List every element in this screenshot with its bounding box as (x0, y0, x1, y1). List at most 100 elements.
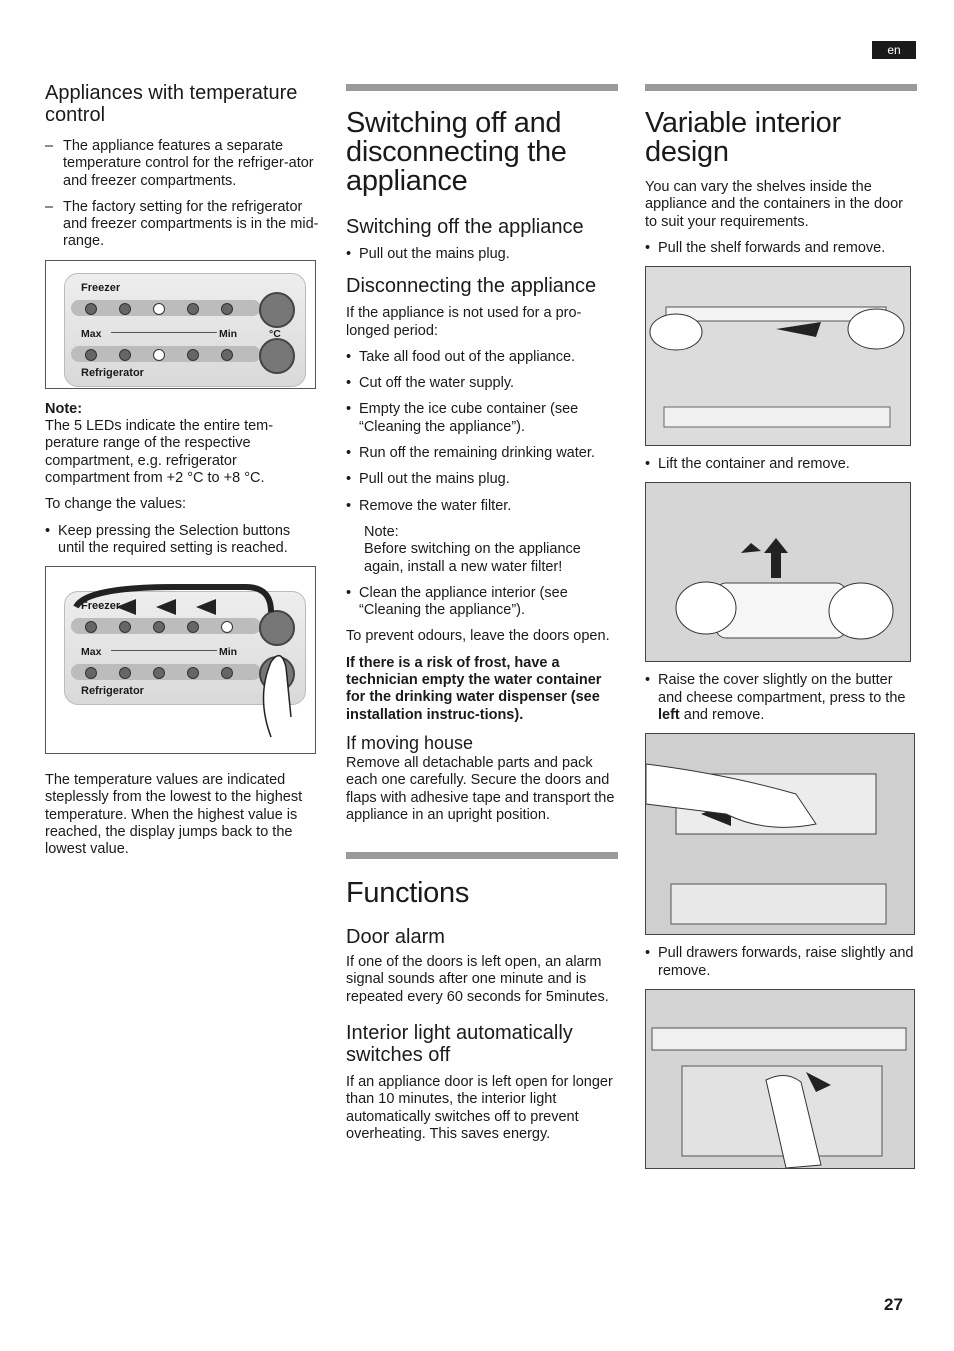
celsius-label: °C (269, 327, 281, 340)
led-lit-icon (221, 621, 233, 634)
note-text: Before switching on the appliance again,… (364, 541, 581, 575)
refrigerator-label: Refrigerator (81, 685, 144, 698)
intro-text: You can vary the shelves inside the appl… (645, 179, 903, 230)
control-panel-figure-2: Freezer Max Min Refrigerator (45, 566, 316, 755)
container-removal-illustration (646, 483, 910, 662)
column-variable-interior: Variable interior design You can vary th… (645, 84, 917, 1169)
step3-post: and remove. (679, 707, 765, 724)
list-item: The factory setting for the refrigerator… (45, 199, 320, 251)
note-label: Note: (45, 400, 83, 417)
led-icon (85, 667, 97, 680)
refrigerator-label: Refrigerator (81, 366, 144, 379)
led-icon (221, 348, 233, 361)
freezer-selection-button[interactable] (259, 610, 295, 647)
led-icon (119, 667, 131, 680)
led-icon (187, 667, 199, 680)
title-functions: Functions (346, 877, 470, 910)
heading-moving-house: If moving house (346, 732, 474, 753)
led-lit-icon (153, 302, 165, 315)
list-item: Pull out the mains plug. (346, 246, 618, 264)
freezer-led-strip (71, 299, 261, 316)
section-rule (346, 84, 618, 91)
list-item: Clean the appliance interior (see “Clean… (346, 585, 618, 620)
control-panel-figure-1: Freezer Max Min °C Refrigerator (45, 259, 316, 389)
range-scale-line (111, 650, 217, 652)
led-icon (119, 621, 131, 634)
list-item: Raise the cover slightly on the butter a… (645, 672, 917, 724)
column-temperature-control: Appliances with temperature control The … (45, 82, 320, 868)
step3-bold: left (658, 707, 680, 724)
freezer-selection-button[interactable] (259, 291, 295, 328)
refrigerator-led-strip (71, 345, 261, 362)
note-label: Note: (364, 523, 399, 540)
shelf-removal-illustration (646, 267, 910, 446)
led-icon (221, 667, 233, 680)
led-lit-icon (153, 348, 165, 361)
min-label: Min (219, 646, 238, 659)
led-icon (187, 348, 199, 361)
shelf-removal-photo (645, 266, 911, 447)
section-rule (645, 84, 917, 91)
step3-pre: Raise the cover slightly on the butter a… (658, 672, 906, 706)
list-item: The appliance features a separate temper… (45, 138, 320, 190)
led-icon (119, 302, 131, 315)
heading-door-alarm: Door alarm (346, 926, 445, 949)
title-variable-interior: Variable interior design (645, 107, 841, 168)
change-values-text: To change the values: (45, 496, 187, 513)
list-item: Pull out the mains plug. (346, 471, 618, 489)
column-switching-off: Switching off and disconnecting the appl… (346, 84, 618, 1152)
odours-text: To prevent odours, leave the doors open. (346, 628, 610, 645)
list-item: Pull drawers forwards, raise slightly an… (645, 945, 917, 980)
min-label: Min (219, 327, 238, 340)
list-item: Run off the remaining drinking water. (346, 445, 618, 463)
refrigerator-selection-button[interactable] (259, 337, 295, 374)
list-item: Cut off the water supply. (346, 375, 618, 393)
led-icon (85, 348, 97, 361)
list-item: Keep pressing the Selection buttons unti… (45, 523, 320, 558)
led-icon (119, 348, 131, 361)
moving-text: Remove all detachable parts and pack eac… (346, 754, 615, 823)
bullet-list: Clean the appliance interior (see “Clean… (346, 585, 618, 620)
led-icon (221, 302, 233, 315)
list-item: Lift the container and remove. (645, 456, 917, 474)
door-alarm-text: If one of the doors is left open, an ala… (346, 954, 609, 1005)
max-label: Max (81, 646, 102, 659)
led-icon (153, 621, 165, 634)
led-icon (187, 621, 199, 634)
bullet-list: Keep pressing the Selection buttons unti… (45, 523, 320, 558)
bullet-list: Lift the container and remove. (645, 456, 917, 474)
bullet-list: Pull the shelf forwards and remove. (645, 240, 917, 258)
bullet-list: Take all food out of the appliance. Cut … (346, 349, 618, 515)
language-tag: en (872, 41, 916, 59)
range-scale-line (111, 331, 217, 333)
refrigerator-led-strip (71, 664, 261, 681)
heading-disconnecting: Disconnecting the appliance (346, 275, 597, 298)
list-item: Empty the ice cube container (see “Clean… (346, 401, 618, 436)
selection-arrows-icon (73, 584, 292, 738)
drawer-removal-illustration (646, 989, 914, 1168)
container-removal-photo (645, 482, 911, 663)
note-text: The 5 LEDs indicate the entire tem-perat… (45, 418, 274, 486)
led-icon (187, 302, 199, 315)
heading-appliances-temperature-control: Appliances with temperature control (45, 82, 298, 126)
list-item: Remove the water filter. (346, 498, 618, 516)
closing-text: The temperature values are indicated ste… (45, 772, 303, 858)
led-icon (85, 302, 97, 315)
bullet-list: Raise the cover slightly on the butter a… (645, 672, 917, 724)
max-label: Max (81, 327, 102, 340)
butter-compartment-photo (645, 733, 915, 936)
heading-interior-light: Interior light automatically switches of… (346, 1022, 573, 1067)
bullet-list: Pull out the mains plug. (346, 246, 618, 264)
heading-switching-off: Switching off the appliance (346, 216, 584, 238)
freezer-led-strip (71, 618, 261, 635)
led-icon (85, 621, 97, 634)
freezer-label: Freezer (81, 600, 121, 613)
page-number: 27 (884, 1295, 903, 1314)
list-item: Take all food out of the appliance. (346, 349, 618, 367)
list-item: Pull the shelf forwards and remove. (645, 240, 917, 258)
freezer-label: Freezer (81, 281, 121, 294)
butter-compartment-illustration (646, 734, 914, 935)
drawer-removal-photo (645, 988, 915, 1169)
interior-light-text: If an appliance door is left open for lo… (346, 1074, 613, 1142)
frost-warning: If there is a risk of frost, have a tech… (346, 654, 602, 723)
